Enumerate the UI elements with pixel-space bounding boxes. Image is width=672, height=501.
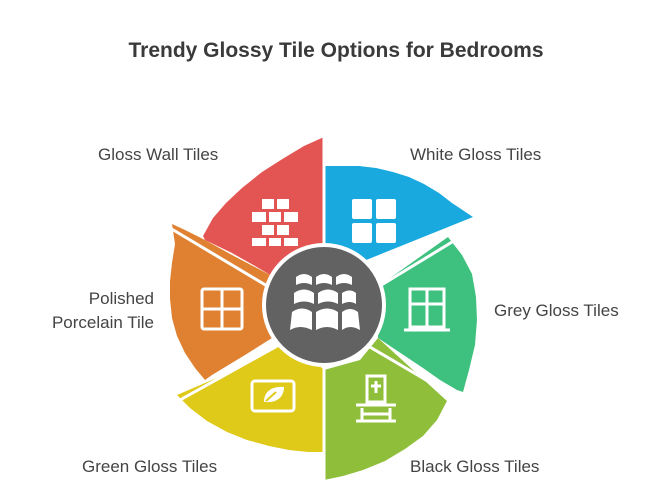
label-white-gloss-tiles: White Gloss Tiles xyxy=(410,145,542,164)
window-grid-icon-porcelain xyxy=(200,287,244,331)
window-icon xyxy=(404,287,450,332)
label-polished-porcelain-line2: Porcelain Tile xyxy=(51,313,154,332)
label-gloss-wall-tiles: Gloss Wall Tiles xyxy=(98,145,219,164)
roof-tiles-icon xyxy=(290,274,360,330)
label-polished-porcelain-line1: Polished xyxy=(88,289,154,308)
label-grey-gloss-tiles: Grey Gloss Tiles xyxy=(494,301,619,320)
diagram-title: Trendy Glossy Tile Options for Bedrooms xyxy=(128,39,544,62)
vanity-icon xyxy=(356,374,396,423)
label-polished-porcelain-tile: Polished Porcelain Tile xyxy=(20,287,154,335)
leaf-frame-icon xyxy=(250,379,296,413)
window-grid-icon xyxy=(352,199,396,243)
brick-wall-icon xyxy=(252,199,298,246)
center-hub xyxy=(262,243,386,367)
label-black-gloss-tiles: Black Gloss Tiles xyxy=(410,457,540,476)
segment-white-gloss xyxy=(324,166,473,277)
label-green-gloss-tiles: Green Gloss Tiles xyxy=(82,457,218,476)
